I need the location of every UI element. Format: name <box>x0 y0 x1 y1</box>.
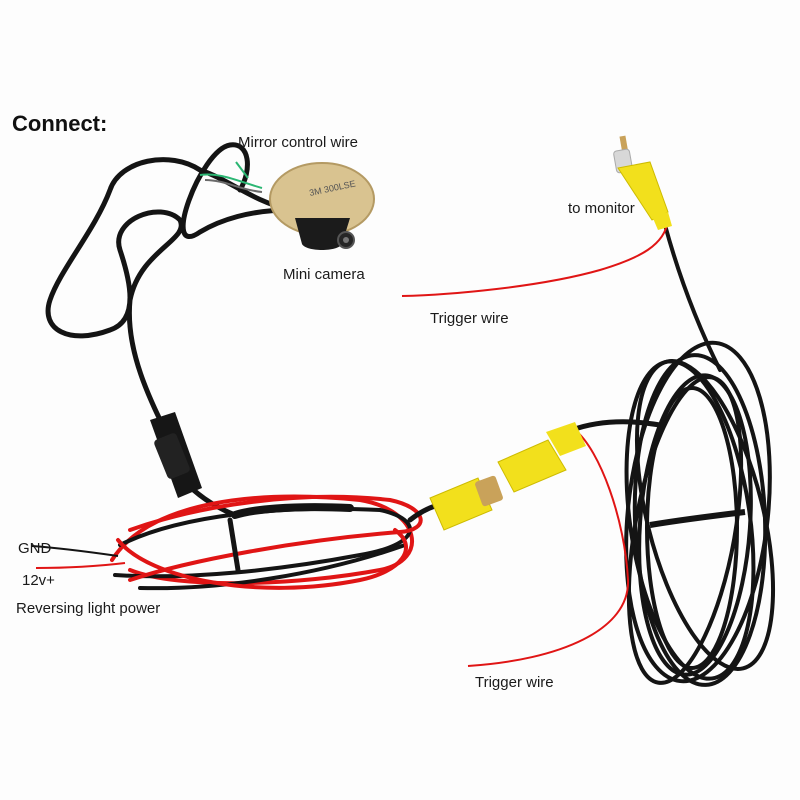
extension-cable <box>407 223 722 523</box>
rca-coupler <box>429 422 586 531</box>
page-title: Connect: <box>12 111 108 136</box>
dc-connector-icon <box>150 412 202 498</box>
power-cable-bundle <box>110 494 423 591</box>
rca-connector-icon <box>613 135 672 230</box>
trigger-wire-bottom-label: Trigger wire <box>475 674 554 691</box>
gnd-label: GND <box>18 540 52 557</box>
trigger-wires <box>401 219 669 667</box>
power-lead-wires <box>31 545 126 569</box>
mirror-control-wire-label: Mirror control wire <box>238 134 359 151</box>
mirror-control-wire <box>199 161 263 193</box>
mini-camera-label: Mini camera <box>283 266 365 283</box>
to-monitor-label: to monitor <box>568 200 635 217</box>
reversing-light-power-label: Reversing light power <box>16 600 161 617</box>
mini-camera-icon: 3M 300LSE <box>269 162 375 250</box>
12v-label: 12v+ <box>22 572 55 589</box>
cable-coil <box>624 340 776 687</box>
trigger-wire-top-label: Trigger wire <box>430 310 509 327</box>
